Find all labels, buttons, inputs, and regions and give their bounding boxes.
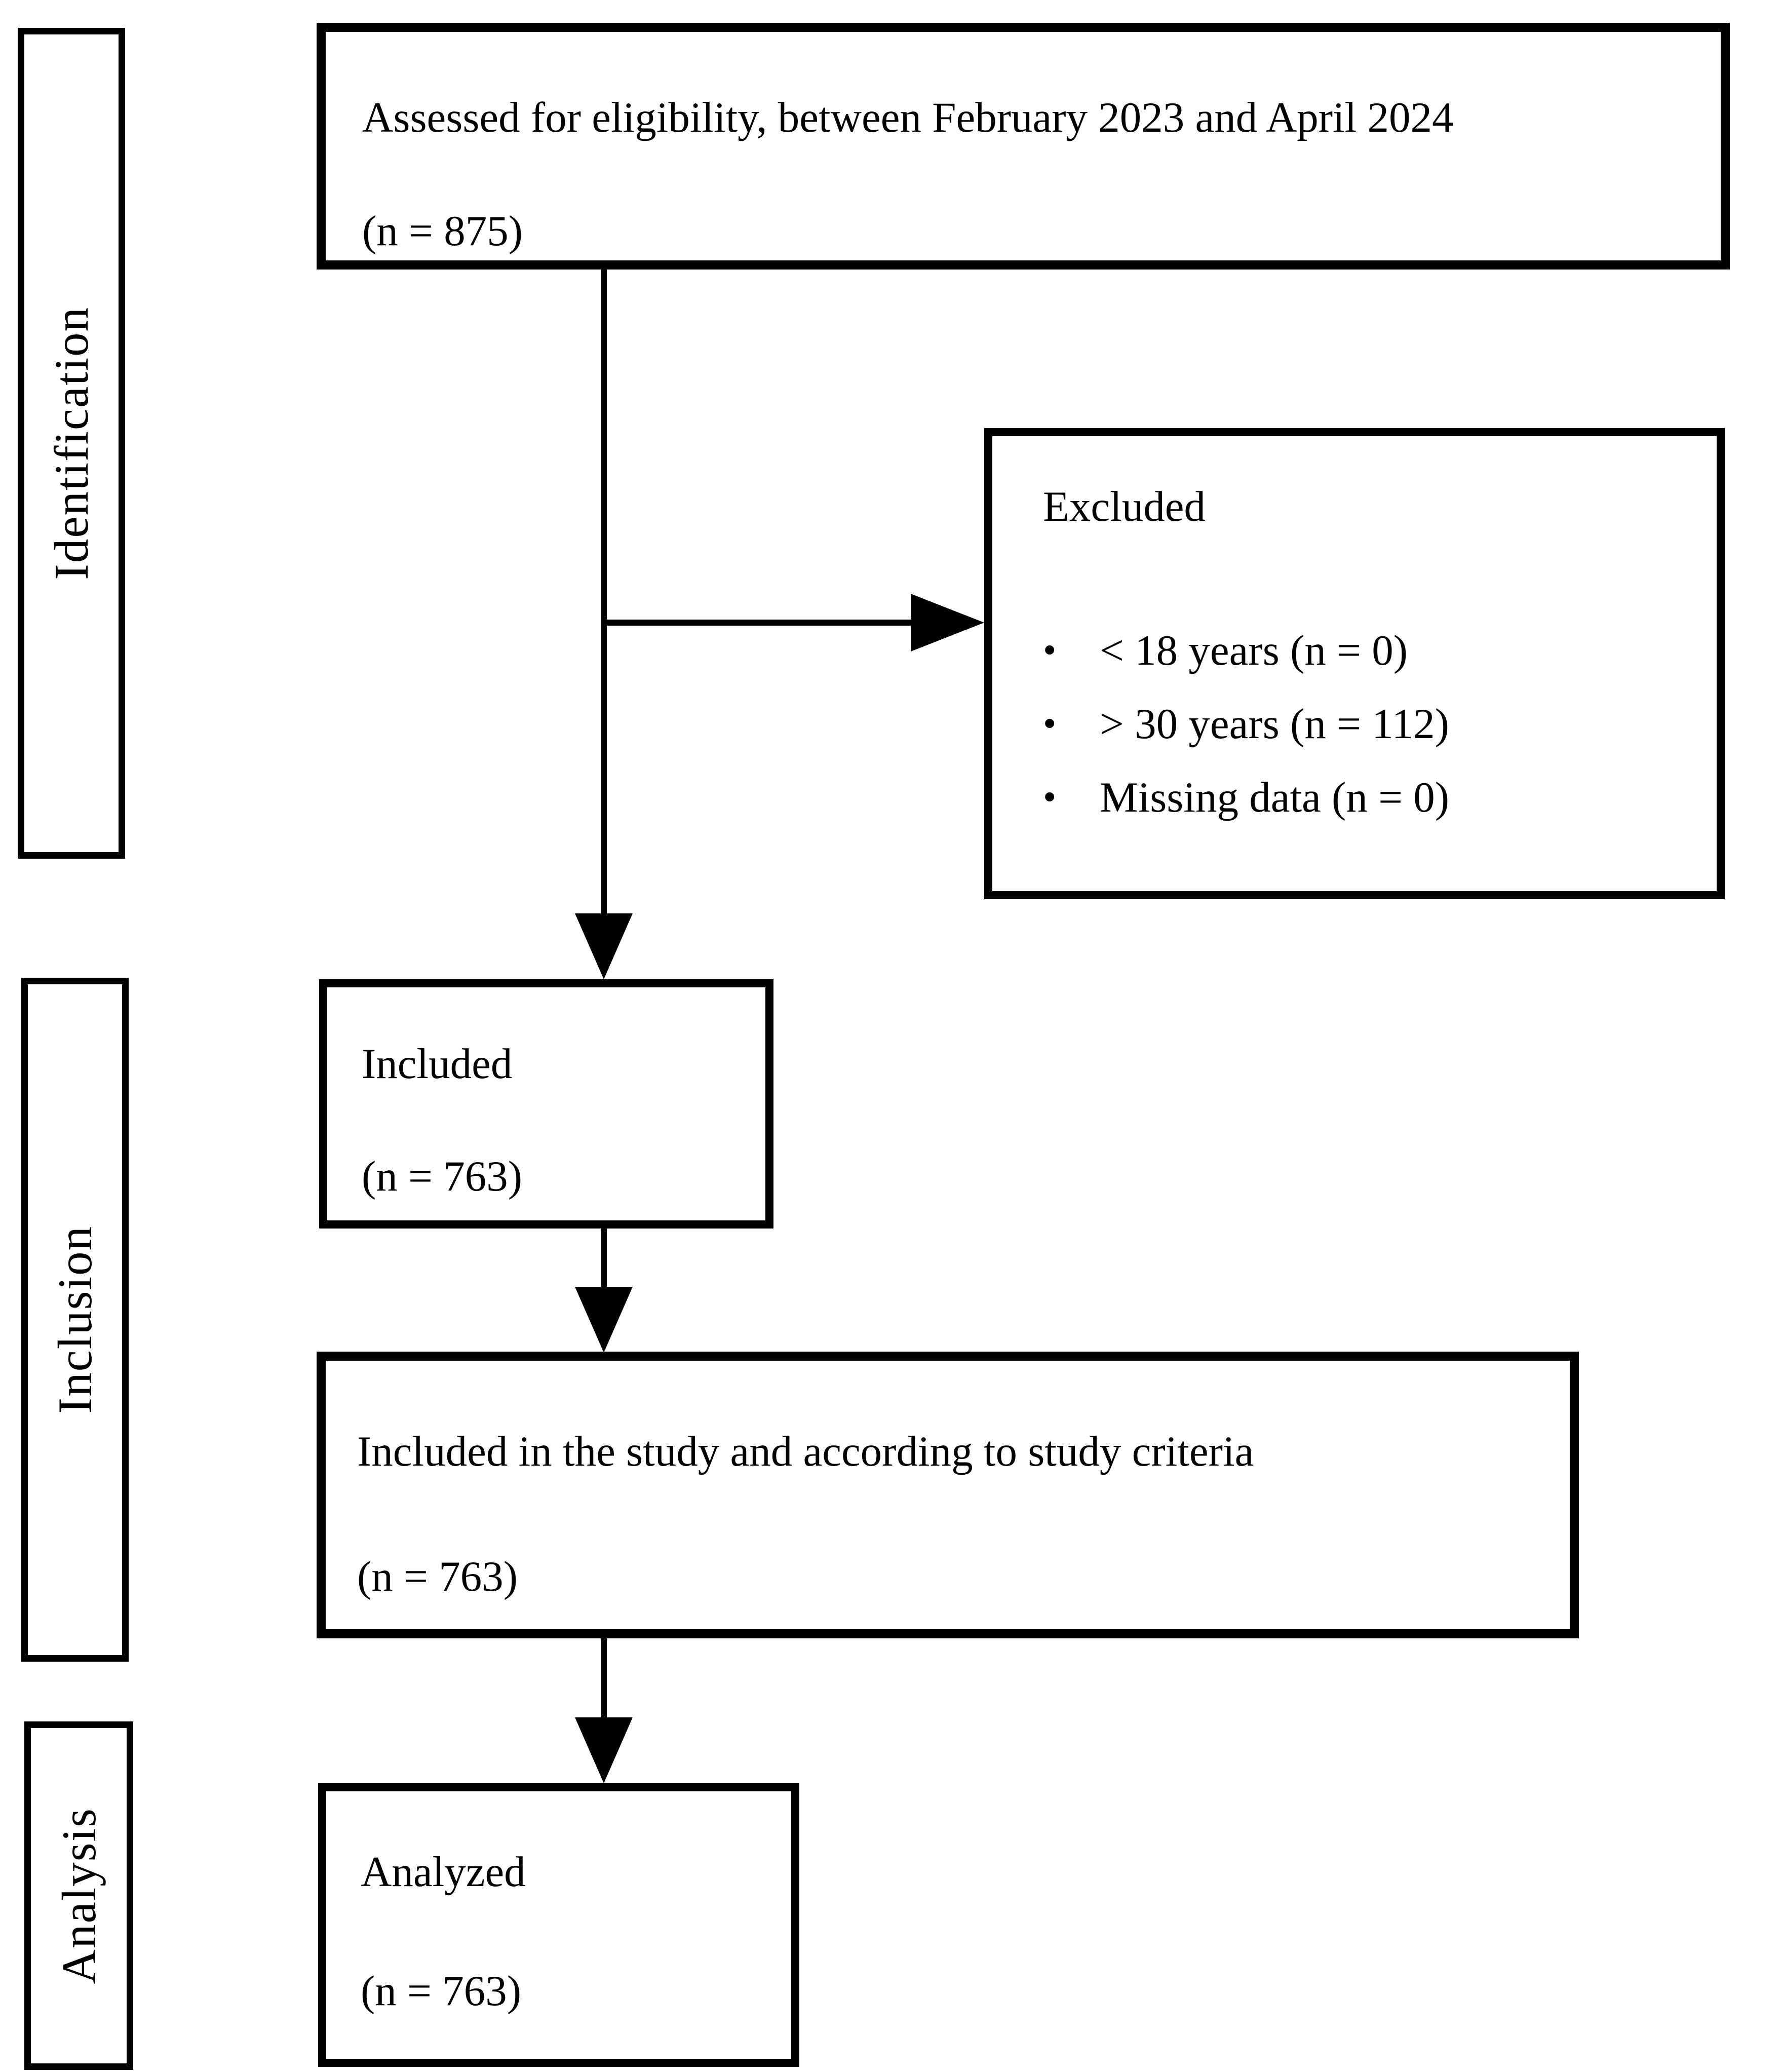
included-in-study-count: (n = 763)	[357, 1553, 518, 1600]
stage-box-identification: Identification	[18, 28, 125, 859]
included-in-study-box: Included in the study and according to s…	[317, 1352, 1579, 1638]
included-box: Included (n = 763)	[319, 979, 773, 1229]
arrowhead-into-analyzed	[575, 1717, 633, 1783]
arrowhead-into-included	[575, 913, 633, 979]
analyzed-count: (n = 763)	[361, 1967, 522, 2015]
connector-included-to-study	[601, 1229, 607, 1290]
excluded-box: Excluded • < 18 years (n = 0) • > 30 yea…	[984, 428, 1725, 899]
included-text: Included	[362, 1040, 513, 1088]
excluded-bullet-under18: < 18 years (n = 0)	[1100, 627, 1408, 674]
list-item: • < 18 years (n = 0)	[1043, 625, 1701, 698]
connector-assessed-to-included	[601, 270, 607, 914]
included-count: (n = 763)	[362, 1153, 523, 1200]
assessed-count: (n = 875)	[362, 207, 523, 255]
excluded-bullet-list: • < 18 years (n = 0) • > 30 years (n = 1…	[1043, 625, 1701, 845]
arrowhead-into-study	[575, 1287, 633, 1353]
bullet-icon: •	[1043, 776, 1057, 818]
assessed-box: Assessed for eligibility, between Februa…	[317, 23, 1730, 270]
bullet-icon: •	[1043, 629, 1057, 671]
excluded-bullet-over30: > 30 years (n = 112)	[1100, 700, 1449, 748]
excluded-bullet-missing-data: Missing data (n = 0)	[1100, 774, 1450, 821]
excluded-title: Excluded	[1043, 483, 1206, 530]
analyzed-box: Analyzed (n = 763)	[318, 1783, 799, 2067]
list-item: • Missing data (n = 0)	[1043, 772, 1701, 845]
stage-label-inclusion: Inclusion	[48, 1225, 102, 1414]
analyzed-text: Analyzed	[361, 1848, 526, 1896]
included-in-study-text: Included in the study and according to s…	[357, 1428, 1254, 1475]
arrowhead-into-excluded	[911, 594, 984, 651]
stage-label-identification: Identification	[45, 306, 98, 580]
assessed-text: Assessed for eligibility, between Februa…	[362, 94, 1454, 141]
bullet-icon: •	[1043, 703, 1057, 745]
stage-box-analysis: Analysis	[24, 1721, 133, 2070]
connector-branch-to-excluded	[604, 620, 912, 626]
stage-box-inclusion: Inclusion	[21, 978, 129, 1662]
stage-label-analysis: Analysis	[52, 1807, 106, 1984]
connector-study-to-analyzed	[601, 1638, 607, 1718]
list-item: • > 30 years (n = 112)	[1043, 698, 1701, 772]
